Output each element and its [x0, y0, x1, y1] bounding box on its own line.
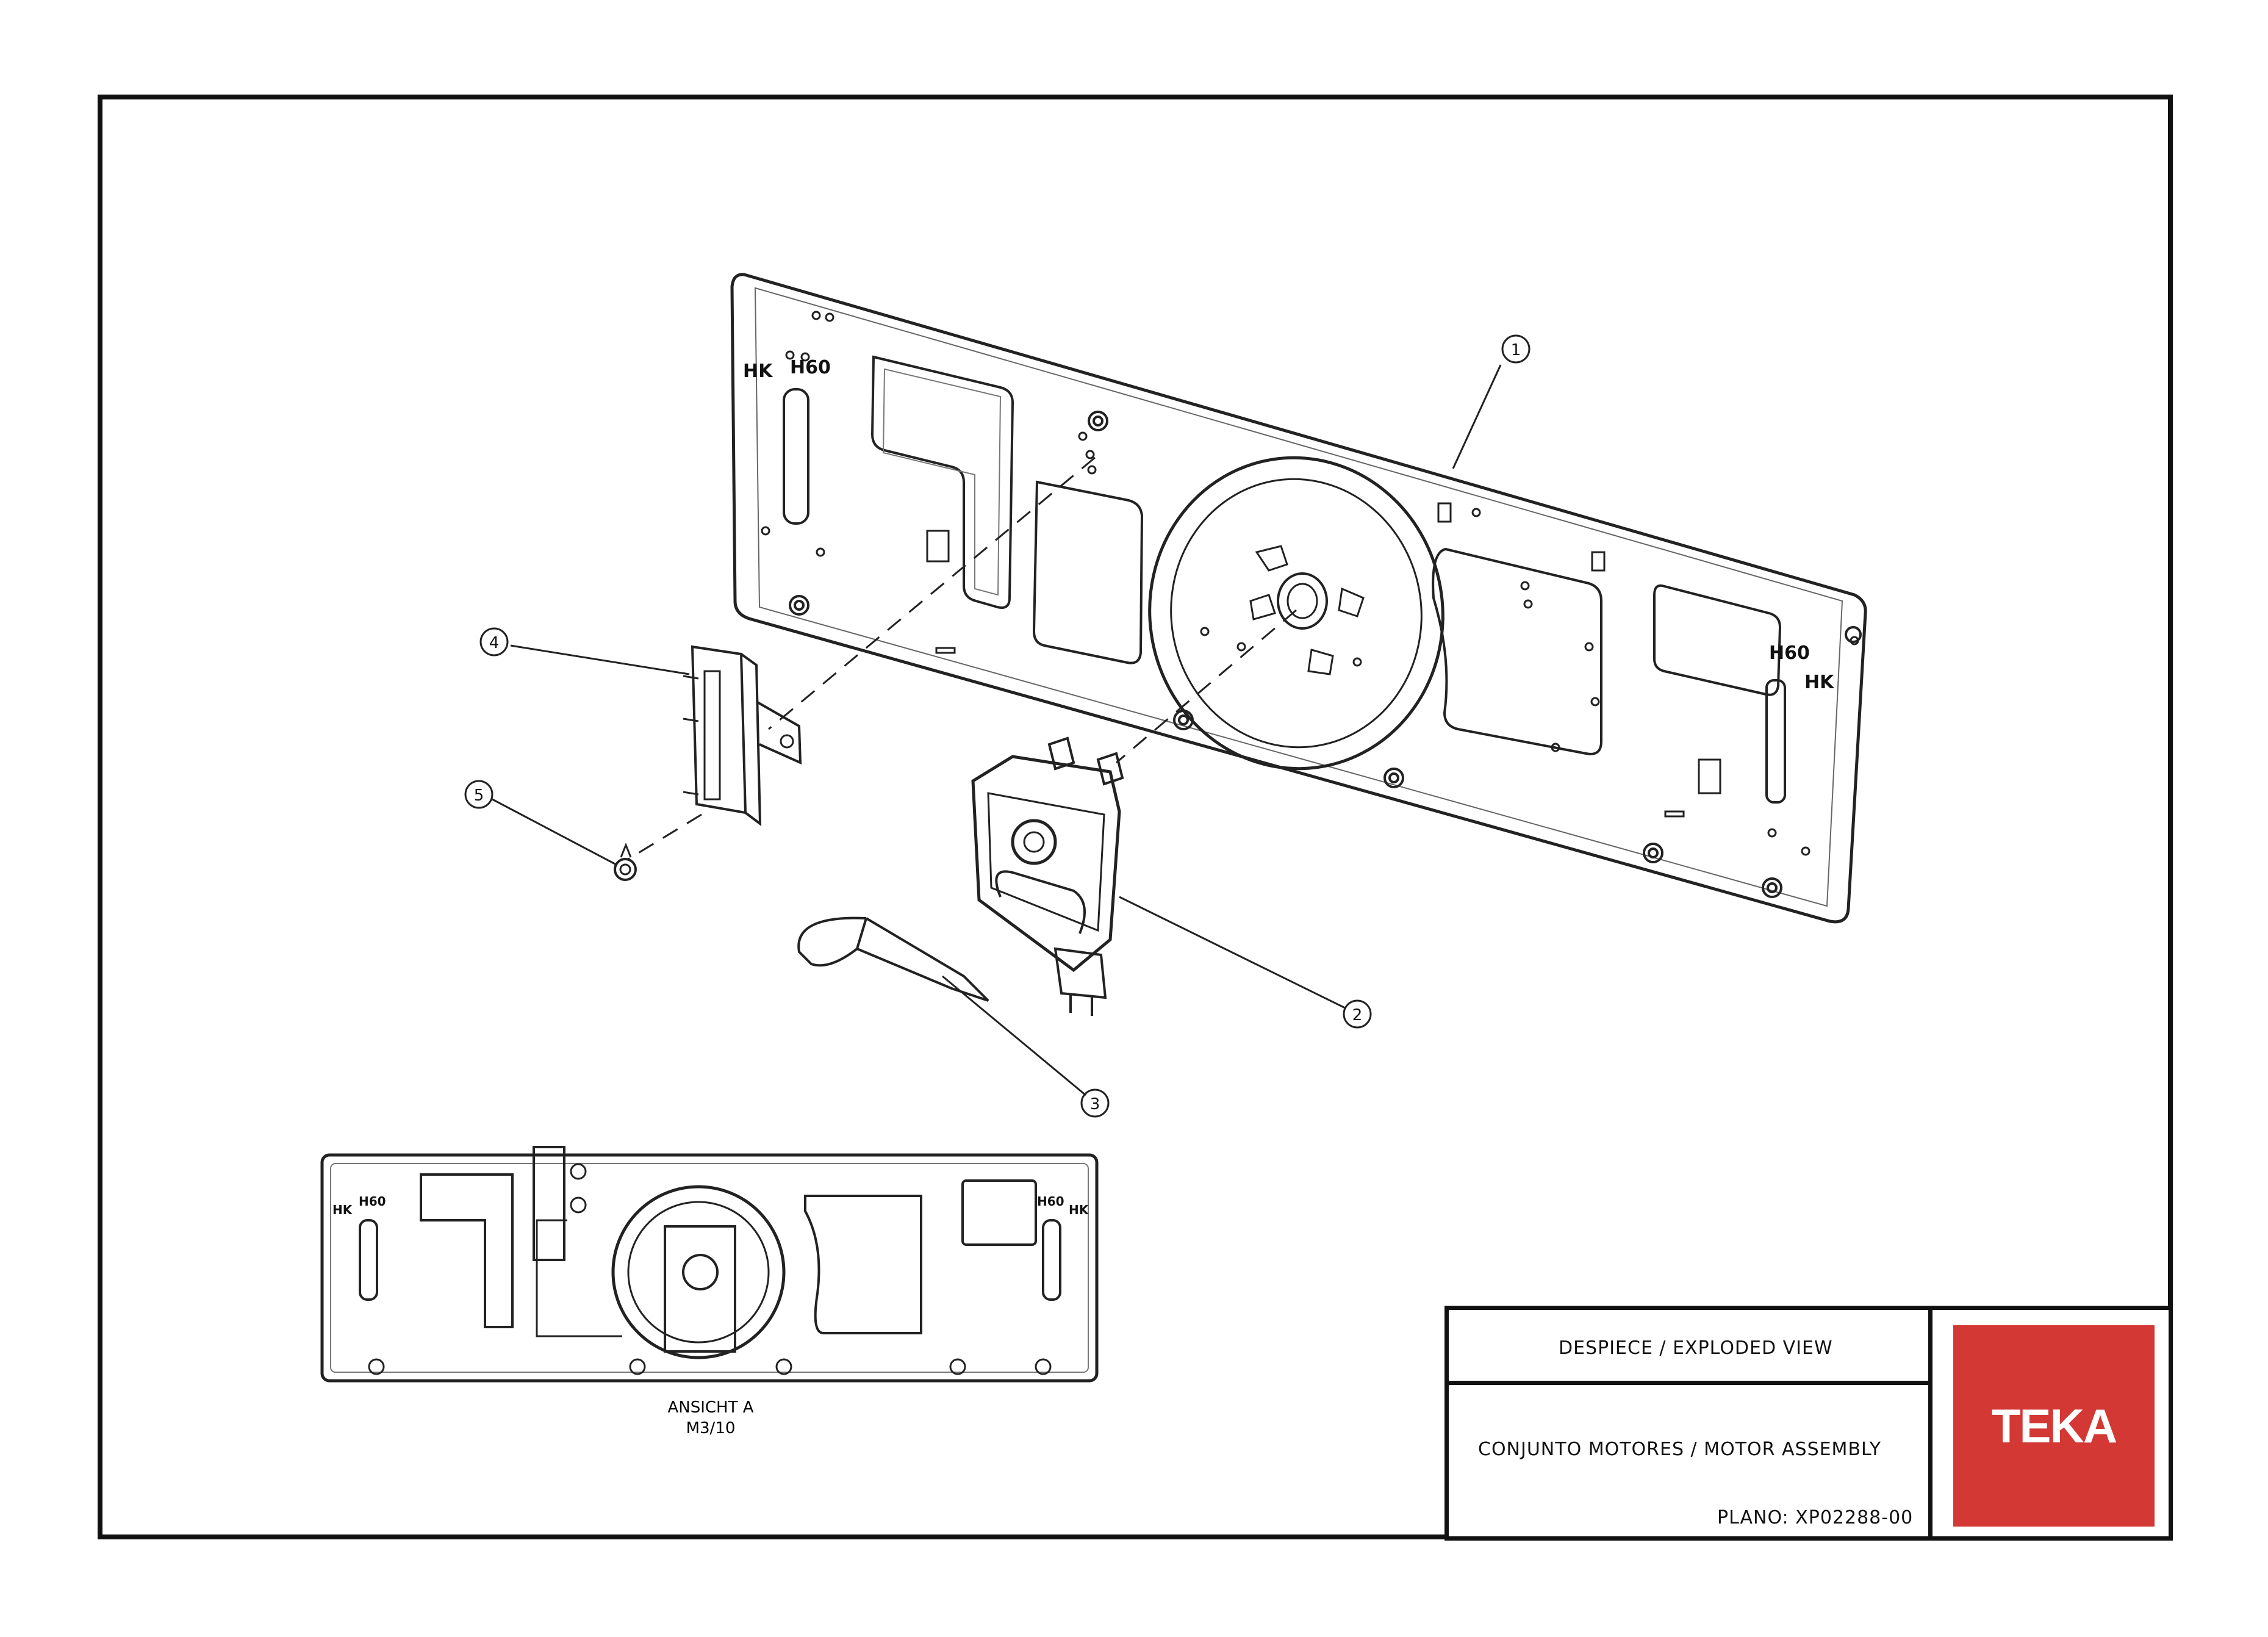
title-block-assembly-cell: CONJUNTO MOTORES / MOTOR ASSEMBLY PLANO:… — [1444, 1381, 1932, 1541]
view-title: DESPIECE / EXPLODED VIEW — [1559, 1337, 1833, 1359]
callout-balloons: 1 2 3 4 5 — [464, 334, 1531, 1118]
drawing-number: PLANO: XP02288-00 — [1717, 1507, 1914, 1528]
view-a-mark-hk-left: HK — [332, 1203, 353, 1217]
view-a-label: ANSICHT A — [667, 1398, 754, 1417]
view-a-mark-hk-right: HK — [1069, 1203, 1089, 1217]
assembly-lines — [628, 456, 1297, 860]
callout-1-label: 1 — [1511, 341, 1521, 359]
wire-part-3 — [797, 916, 989, 1002]
callout-5: 5 — [464, 780, 493, 809]
teka-logo: TEKA — [1953, 1325, 2155, 1527]
bracket-part-4 — [683, 645, 802, 827]
callout-2-label: 2 — [1352, 1006, 1363, 1024]
teka-logo-text: TEKA — [1991, 1398, 2117, 1453]
callout-5-label: 5 — [474, 786, 484, 805]
view-a-front-panel: HK H60 H60 HK — [320, 1146, 1099, 1383]
leader-lines — [492, 364, 1502, 1096]
screw-part-5 — [614, 842, 637, 881]
assembly-title: CONJUNTO MOTORES / MOTOR ASSEMBLY — [1478, 1439, 1882, 1460]
panel-mark-h60-left: H60 — [790, 357, 831, 378]
drawing-frame — [98, 95, 2173, 1539]
callout-3: 3 — [1080, 1088, 1110, 1118]
view-a-mark-h60-right: H60 — [1037, 1194, 1064, 1209]
callout-3-label: 3 — [1090, 1095, 1100, 1114]
fan-motor-part-2 — [971, 736, 1124, 1016]
callout-2: 2 — [1343, 999, 1372, 1029]
callout-4-label: 4 — [489, 634, 500, 652]
panel-mark-hk-right: HK — [1804, 672, 1835, 693]
view-a-scale: M3/10 — [686, 1419, 736, 1437]
back-panel-part-1: HK H60 H60 HK — [730, 273, 1867, 924]
panel-mark-hk-left: HK — [743, 361, 773, 382]
view-a-mark-h60-left: H60 — [359, 1194, 386, 1209]
panel-mark-h60-right: H60 — [1769, 642, 1810, 664]
callout-4: 4 — [479, 627, 509, 657]
title-block-view-cell: DESPIECE / EXPLODED VIEW — [1444, 1306, 1932, 1385]
callout-1: 1 — [1501, 334, 1531, 364]
